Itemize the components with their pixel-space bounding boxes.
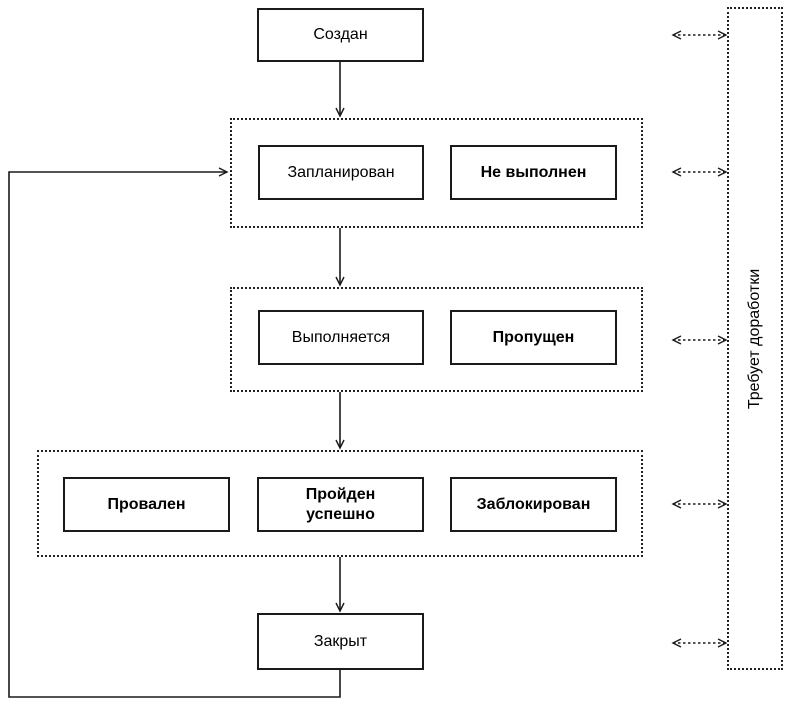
state-planned: Запланирован [258,145,424,200]
needs-rework-label: Требует доработки [746,268,763,409]
state-failed: Провален [63,477,230,532]
group-stage2 [230,287,643,392]
state-in-progress: Выполняется [258,310,424,365]
state-blocked: Заблокирован [450,477,617,532]
group-stage1 [230,118,643,228]
state-passed: Пройден успешно [257,477,424,532]
state-created: Создан [257,8,424,62]
group-stage3 [37,450,643,557]
state-needs-rework: Требует доработки [727,7,783,670]
state-not-executed: Не выполнен [450,145,617,200]
arrow-closed-loop-to-stage1 [8,172,341,698]
state-closed: Закрыт [257,613,424,670]
state-skipped: Пропущен [450,310,617,365]
